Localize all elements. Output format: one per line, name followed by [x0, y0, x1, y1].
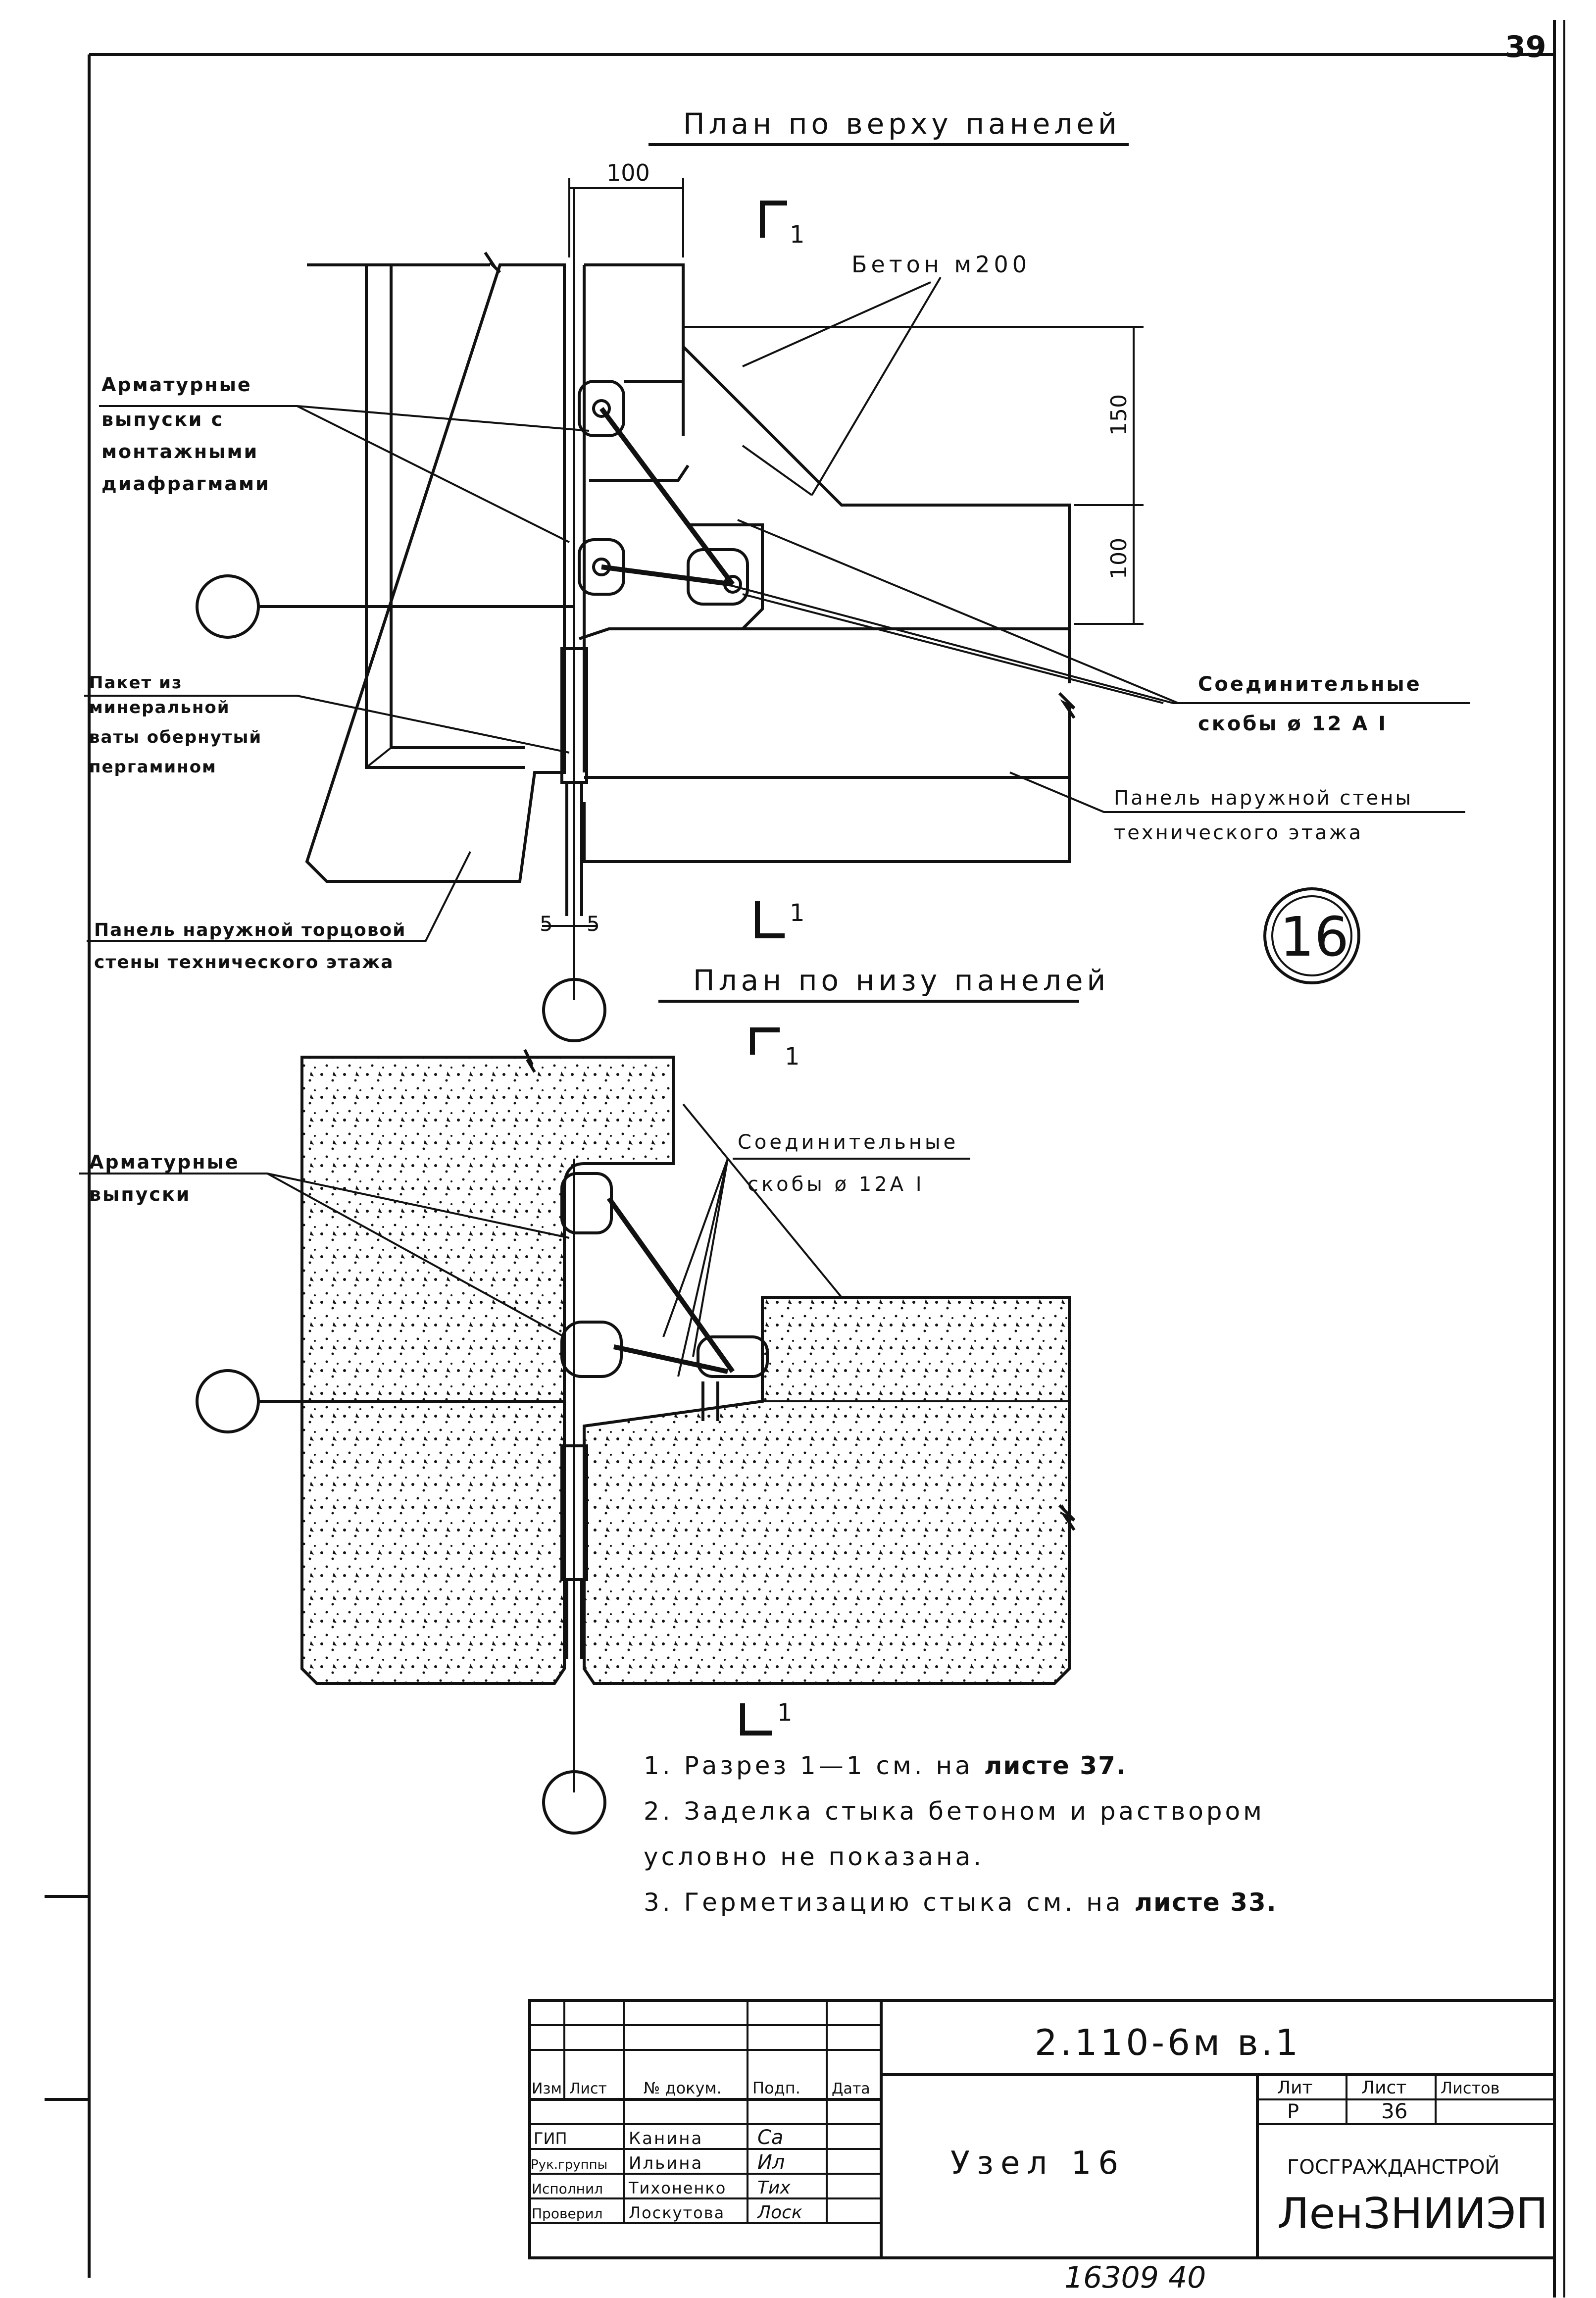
title-sign-2: Ил — [757, 2151, 785, 2174]
axis-bubble-top — [196, 574, 574, 639]
svg-text:Панель наружной торцовой: Панель наружной торцовой — [94, 920, 406, 940]
title-role-4: Проверил — [532, 2205, 603, 2222]
title-sign-3: Тих — [757, 2178, 791, 2198]
svg-text:пергамином: пергамином — [89, 757, 217, 777]
node-title: Узел 16 — [950, 2145, 1125, 2182]
title-name-2: Ильина — [629, 2153, 703, 2173]
svg-text:1: 1 — [785, 1043, 800, 1071]
title-head-izm: Изм. — [532, 2080, 567, 2097]
svg-text:5: 5 — [587, 912, 600, 936]
label-beton: Бетон м200 — [851, 251, 1031, 278]
sheet-corner-number: 39 — [1505, 30, 1546, 64]
note-2-cont: условно не показана. — [644, 1842, 985, 1871]
node-number-badge: 16 — [1263, 887, 1360, 984]
joint-axis-top — [560, 188, 588, 1000]
title-head-podp: Подп. — [752, 2079, 800, 2097]
title-head-data: Дата — [832, 2080, 870, 2097]
right-panel-upper-block — [584, 263, 1071, 683]
svg-text:Соединительные: Соединительные — [1198, 673, 1422, 696]
label-armatura-bottom: Арматурные выпуски — [89, 1151, 240, 1205]
axis-bubble-bottom-left — [196, 1369, 564, 1433]
svg-text:минеральной: минеральной — [89, 698, 230, 717]
title-sign-4: Лоск — [756, 2202, 802, 2223]
svg-text:1: 1 — [790, 899, 805, 927]
label-panel-wall: Панель наружной стены технического этажа — [1114, 787, 1413, 844]
svg-text:выпуски: выпуски — [89, 1183, 191, 1205]
rebar-outlets-top — [578, 380, 764, 630]
break-mark-top — [523, 1049, 536, 1073]
concrete-end-panel-bottom — [300, 1056, 675, 1685]
end-wall-panel-top — [305, 252, 566, 883]
axis-bubble-middle — [542, 978, 606, 1042]
bottom-plan-title: План по низу панелей — [693, 964, 1109, 997]
section-mark-top-2: 1 — [755, 899, 805, 938]
svg-text:ваты обернутый: ваты обернутый — [89, 727, 262, 747]
svg-text:скобы ø 12 А I: скобы ø 12 А I — [1198, 713, 1388, 735]
title-block — [528, 1999, 1556, 2259]
title-role-2: Рук.группы — [531, 2157, 607, 2172]
axis-bubble-bottom — [542, 1770, 606, 1835]
title-head-ndok: № докум. — [644, 2079, 722, 2097]
svg-text:стены технического этажа: стены технического этажа — [94, 952, 394, 972]
svg-text:технического этажа: технического этажа — [1114, 821, 1363, 844]
label-armatura-top: Арматурные выпуски с монтажными диафрагм… — [101, 374, 270, 495]
label-lit: Лит — [1277, 2078, 1312, 2098]
label-skoby-bottom: Соединительные скобы ø 12А I — [738, 1131, 958, 1196]
footer-number: 16309 40 — [1064, 2260, 1206, 2295]
general-notes: 1. Разрез 1—1 см. на листе 37. 2. Заделк… — [644, 1743, 1485, 1925]
value-list: 36 — [1381, 2099, 1407, 2123]
svg-text:150: 150 — [1106, 394, 1132, 436]
label-listov: Листов — [1441, 2079, 1500, 2097]
svg-text:Пакет из: Пакет из — [89, 673, 183, 693]
leader-lines-bottom — [79, 1103, 970, 1377]
svg-text:Арматурные: Арматурные — [89, 1151, 240, 1173]
svg-text:монтажными: монтажными — [101, 441, 258, 462]
label-paket: Пакет из минеральной ваты обернутый перг… — [89, 673, 262, 777]
note-1: 1. Разрез 1—1 см. на листе 37. — [644, 1751, 1127, 1780]
doc-code: 2.110-6м в.1 — [1035, 2022, 1301, 2063]
dimension-5-5: 5 5 — [540, 912, 600, 936]
note-2: 2. Заделка стыка бетоном и раствором — [644, 1797, 1265, 1826]
dimension-150-100: 150 100 — [1074, 327, 1144, 625]
title-role-1: ГИП — [534, 2129, 567, 2148]
title-name-3: Тихоненко — [628, 2179, 726, 2197]
note-3: 3. Герметизацию стыка см. на листе 33. — [644, 1888, 1277, 1917]
section-mark-bottom-1: 1 — [750, 1027, 800, 1071]
svg-text:Панель наружной стены: Панель наружной стены — [1114, 787, 1413, 810]
svg-text:скобы ø 12А I: скобы ø 12А I — [748, 1173, 925, 1196]
svg-text:100: 100 — [1106, 538, 1132, 579]
svg-text:100: 100 — [606, 159, 650, 186]
org-name: ЛенЗНИИЭП — [1277, 2189, 1548, 2239]
title-name-4: Лоскутова — [629, 2203, 725, 2222]
sheet-frame — [45, 20, 1565, 2298]
svg-text:5: 5 — [540, 912, 553, 936]
title-name-1: Канина — [629, 2129, 703, 2148]
label-panel-end: Панель наружной торцовой стены техническ… — [94, 920, 406, 972]
org-ministry: ГОСГРАЖДАНСТРОЙ — [1287, 2155, 1499, 2179]
label-skoby-top: Соединительные скобы ø 12 А I — [1198, 673, 1422, 735]
section-mark-bottom-2: 1 — [740, 1699, 793, 1736]
svg-text:1: 1 — [777, 1699, 793, 1727]
rebar-outlets-bottom — [560, 1162, 769, 1421]
svg-text:Арматурные: Арматурные — [101, 374, 252, 396]
break-mark-right — [1058, 1504, 1076, 1531]
svg-text:выпуски с: выпуски с — [101, 409, 224, 430]
joint-axis-bottom — [560, 1159, 588, 1792]
dimension-100-top: 100 — [568, 159, 684, 257]
outer-wall-panel-top — [579, 627, 1076, 863]
leader-lines-top — [84, 276, 1470, 942]
svg-text:16: 16 — [1280, 905, 1349, 969]
title-head-list: Лист — [569, 2080, 607, 2097]
svg-text:Соединительные: Соединительные — [738, 1131, 958, 1154]
svg-text:диафрагмами: диафрагмами — [101, 473, 270, 495]
title-sign-1: Са — [757, 2126, 783, 2149]
section-mark-top-1: 1 — [760, 201, 805, 249]
title-role-3: Исполнил — [532, 2181, 603, 2197]
svg-text:1: 1 — [790, 221, 805, 249]
value-lit: Р — [1287, 2100, 1299, 2123]
label-list: Лист — [1361, 2078, 1406, 2098]
top-plan-title: План по верху панелей — [683, 107, 1121, 141]
